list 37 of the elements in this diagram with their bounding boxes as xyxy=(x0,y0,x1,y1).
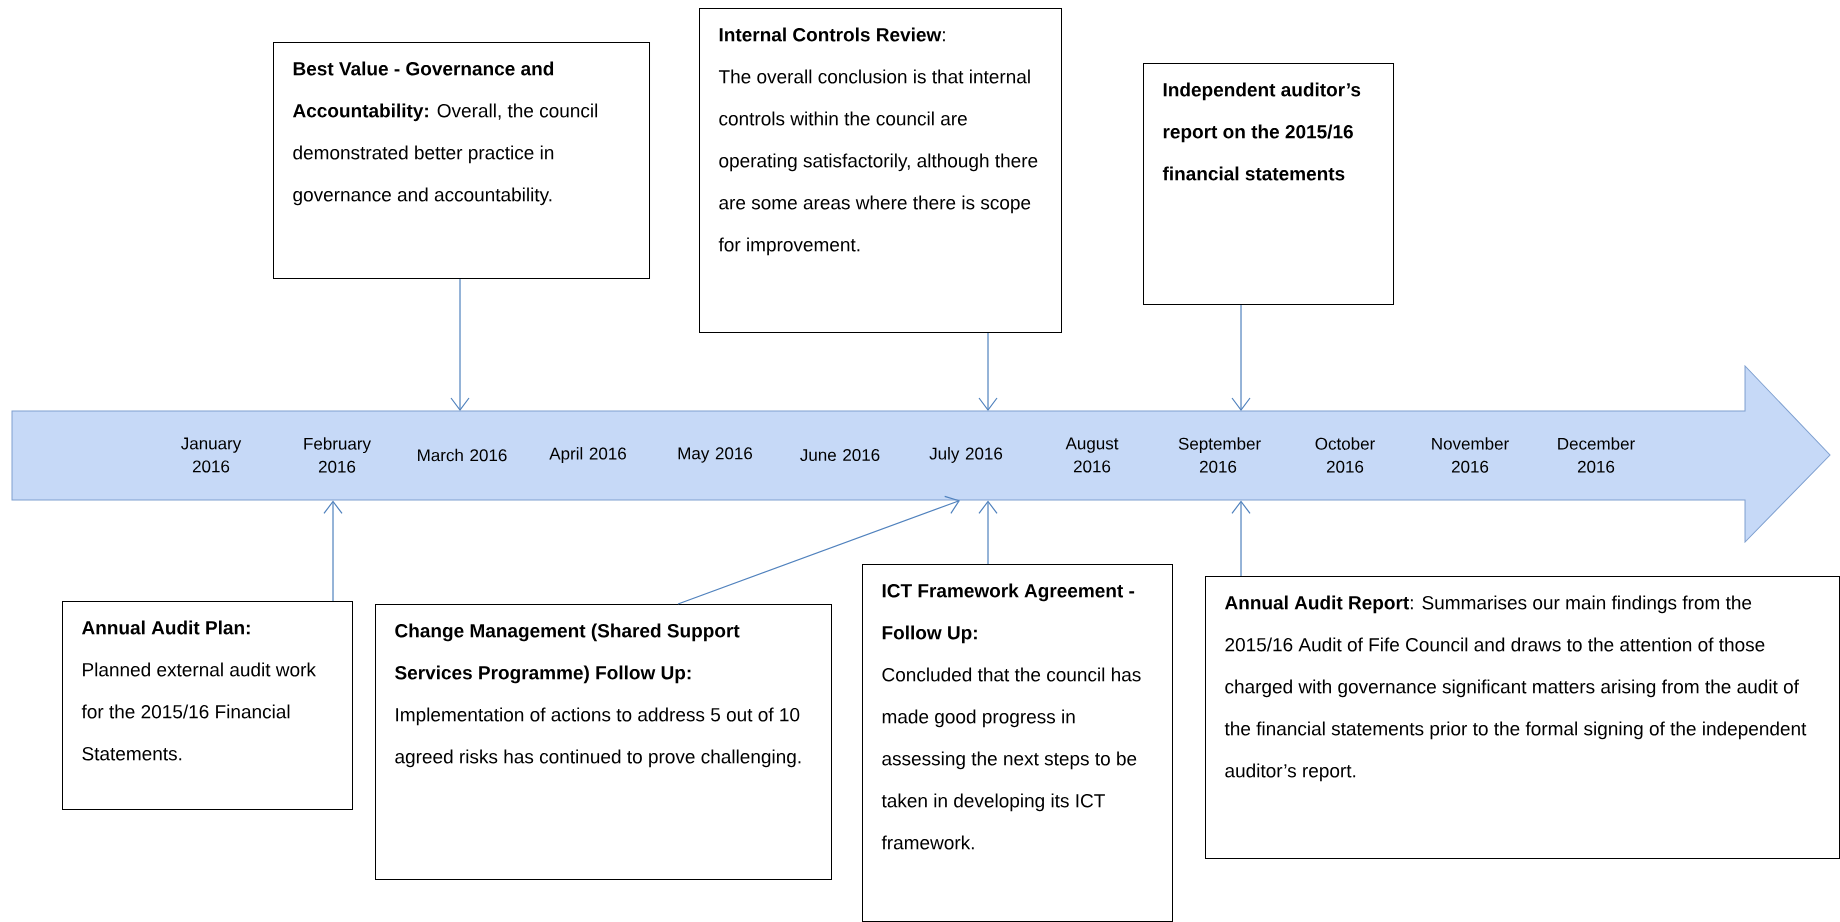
month-label: August 2016 xyxy=(1065,437,1119,473)
month-label: May 2016 xyxy=(678,447,753,463)
month-label: April 2016 xyxy=(549,447,626,463)
month-label: November 2016 xyxy=(1432,437,1509,473)
callout-box xyxy=(1143,63,1394,305)
box-text: Best Value - Governance and Accountability: Overall, the council demonstrated better practice in governance and accountability. xyxy=(293,61,598,206)
callout-box xyxy=(273,42,650,279)
callout-box xyxy=(699,8,1062,333)
callout-box xyxy=(862,564,1173,922)
arrow xyxy=(450,278,470,411)
month-label: February 2016 xyxy=(304,437,371,473)
callout-box xyxy=(375,604,832,880)
box-text: Independent auditor’s report on the 2015/16 financial statements xyxy=(1162,82,1361,181)
box-text: The overall conclusion is that internal controls within the council are operating satisfactorily, although there are some areas where there is scope for improvement. xyxy=(718,69,1038,256)
box-heading: Annual Audit Plan: xyxy=(81,620,250,635)
arrow xyxy=(677,495,960,605)
arrow xyxy=(978,332,998,411)
box-heading: ICT Framework Agreement - Follow Up: xyxy=(882,583,1135,644)
box-text: Concluded that the council has made good progress in assessing the next steps to be taken in developing its ICT framework. xyxy=(881,667,1141,850)
month-label: September 2016 xyxy=(1178,437,1261,473)
month-label: March 2016 xyxy=(418,448,507,462)
month-label: October 2016 xyxy=(1315,437,1375,473)
arrow xyxy=(1231,500,1251,577)
callout-box xyxy=(1205,576,1840,859)
box-text: Planned external audit work for the 2015/16 Financial Statements. xyxy=(81,662,316,761)
month-label: December 2016 xyxy=(1558,437,1635,473)
arrow xyxy=(1231,304,1251,411)
month-label: June 2016 xyxy=(800,449,880,462)
box-heading: Internal Controls Review: xyxy=(719,27,945,42)
box-text: Implementation of actions to address 5 out of 10 agreed risks has continued to prove challenging. xyxy=(395,707,801,768)
month-label: July 2016 xyxy=(929,447,1003,463)
month-label: January 2016 xyxy=(181,437,242,473)
box-text: Annual Audit Report: Summarises our main findings from the 2015/16 Audit of Fife Council and draws to the attention of those charged with governance significant matters arising from the audit of the financial statements prior to the formal signing of the independent auditor’s report. xyxy=(1224,595,1807,782)
box-heading: Change Management (Shared Support Services Programme) Follow Up: xyxy=(395,623,740,684)
callout-box xyxy=(62,601,353,810)
arrow xyxy=(978,500,998,565)
arrow xyxy=(323,500,343,602)
